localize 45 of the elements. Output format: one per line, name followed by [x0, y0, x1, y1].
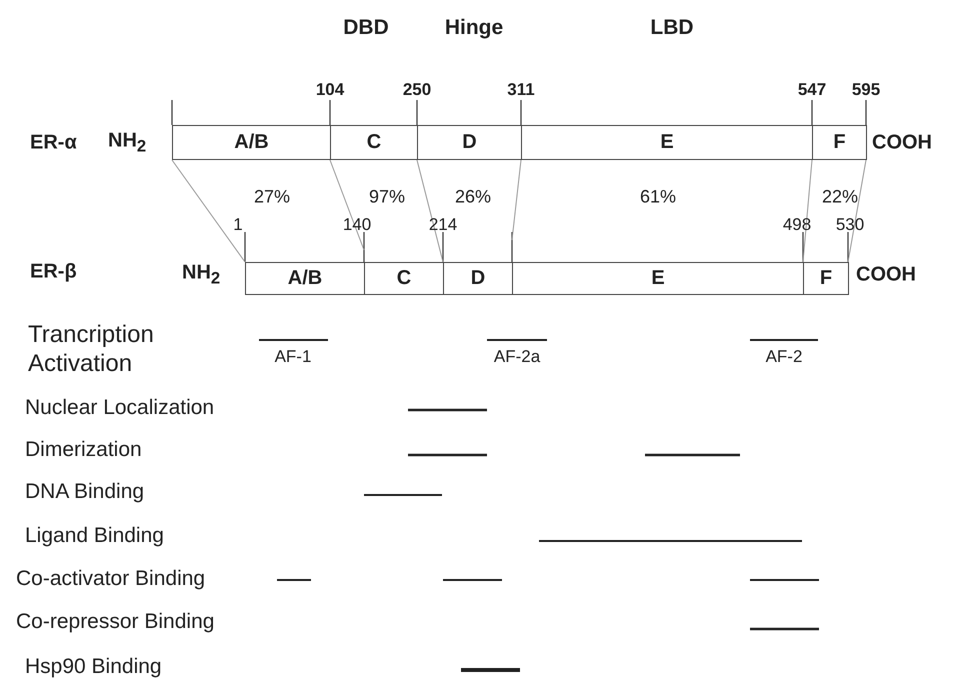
- position-number: 250: [402, 80, 432, 100]
- function-label: Co-activator Binding: [16, 567, 206, 591]
- function-label: Dimerization: [25, 438, 142, 462]
- function-label: Ligand Binding: [25, 524, 164, 548]
- position-number: 311: [507, 80, 535, 100]
- domain-box: E: [512, 262, 804, 295]
- domain-box: D: [417, 125, 522, 160]
- identity-percent: 97%: [368, 186, 406, 208]
- region-label: LBD: [650, 16, 694, 40]
- position-number: 104: [316, 80, 344, 100]
- identity-percent: 61%: [640, 186, 676, 208]
- position-number: 214: [428, 215, 458, 235]
- position-number: 498: [782, 215, 812, 235]
- domain-box: F: [803, 262, 849, 295]
- domain-box: A/B: [172, 125, 331, 160]
- function-label: Co-repressor Binding: [16, 610, 214, 634]
- terminus-label: NH$_{2}$: [182, 262, 220, 288]
- region-label: Hinge: [444, 16, 504, 40]
- function-label: Nuclear Localization: [25, 396, 214, 420]
- identity-percent: 26%: [454, 186, 492, 208]
- position-number: 547: [798, 80, 826, 100]
- position-number: 140: [342, 215, 372, 235]
- function-label: Hsp90 Binding: [25, 655, 162, 679]
- isoform-label: ER-α: [30, 132, 77, 154]
- section-heading: Trancription Activation: [28, 321, 155, 379]
- region-label: DBD: [343, 16, 389, 40]
- position-number: 595: [852, 80, 880, 100]
- domain-box: C: [330, 125, 418, 160]
- position-number: 1: [233, 215, 243, 235]
- domain-box: F: [812, 125, 867, 160]
- identity-percent: 22%: [822, 186, 858, 208]
- domain-label: AF-2a: [494, 347, 540, 367]
- domain-box: D: [443, 262, 513, 295]
- function-label: DNA Binding: [25, 480, 144, 504]
- identity-percent: 27%: [254, 186, 290, 208]
- domain-label: AF-2: [766, 347, 802, 367]
- terminus-label: NH$_{2}$: [108, 130, 146, 156]
- terminus-label: COOH: [872, 132, 932, 154]
- position-number: 530: [836, 215, 864, 235]
- domain-label: AF-1: [274, 347, 312, 367]
- isoform-label: ER-β: [30, 260, 77, 284]
- terminus-label: COOH: [856, 264, 916, 286]
- domain-box: C: [364, 262, 444, 295]
- domain-box: E: [521, 125, 813, 160]
- domain-box: A/B: [245, 262, 365, 295]
